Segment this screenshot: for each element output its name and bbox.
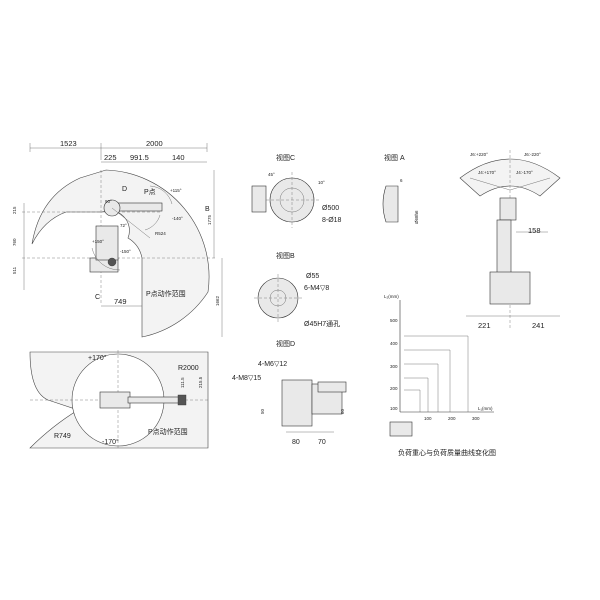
y-tick-100: 100 — [390, 406, 398, 411]
angle-minus170: -170° — [102, 438, 119, 446]
wrist-head — [499, 197, 517, 221]
dim-r524: R524 — [155, 231, 166, 236]
dim-r749: R749 — [54, 433, 71, 440]
view-d-dim-70: 70 — [318, 439, 326, 446]
dim-1775: 1775 — [207, 214, 212, 225]
letter-d: D — [122, 186, 127, 193]
wrist-base — [489, 271, 531, 305]
angle-72: 72° — [120, 223, 127, 228]
view-c-dim-holes: 8-Ø18 — [322, 217, 342, 224]
view-d-dim-m6: 4-M6▽12 — [258, 361, 287, 368]
view-a: 视图 A 6 Ø68h6 — [382, 153, 419, 224]
side-view: 1523 2000 225 991.5 140 P点动作范围 D P点 B C … — [12, 139, 223, 338]
view-c-angle-10: 10° — [318, 180, 325, 185]
dim-2000: 2000 — [146, 139, 163, 148]
dim-991-5: 991.5 — [130, 153, 149, 162]
dim-1662: 1662 — [215, 295, 220, 306]
view-c-dim-500: Ø500 — [322, 205, 339, 212]
angle-minus140: -140° — [172, 216, 183, 221]
dim-511: 511 — [12, 266, 17, 274]
x-tick-200: 200 — [448, 416, 456, 421]
view-b: 视图B Ø55 6-M4▽8 Ø45H7通孔 — [254, 251, 340, 328]
wrist-arm — [496, 219, 512, 279]
view-d-dim-60: 60 — [340, 408, 345, 414]
wrist-dim-221: 221 — [478, 321, 491, 330]
wrist-dim-158: 158 — [528, 226, 541, 235]
dim-215: 215 — [12, 206, 17, 214]
y-tick-400: 400 — [390, 341, 398, 346]
view-a-dim-6: 6 — [400, 178, 403, 183]
letter-p: P点 — [144, 188, 156, 196]
load-curve-4 — [404, 377, 429, 412]
load-curve-3 — [404, 363, 439, 412]
view-b-dim-45: Ø45H7通孔 — [304, 319, 340, 328]
wrist-j6-plus: J6:+220° — [470, 152, 488, 157]
angle-plus115: +115° — [170, 188, 182, 193]
view-d-title: 视图D — [276, 339, 295, 348]
view-c-angle-45: 45° — [268, 172, 275, 177]
x-tick-300: 300 — [472, 416, 480, 421]
view-b-flange — [257, 277, 299, 319]
wrist-j6-minus: J6:-220° — [524, 152, 541, 157]
top-zone-label: P点动作范围 — [148, 427, 188, 436]
wrist-view: J6:+220° J6:-220° J4:+170° J4:-170° 158 … — [459, 150, 561, 330]
top-robot-base — [99, 391, 131, 409]
letter-b: B — [205, 206, 210, 213]
dim-140: 140 — [172, 153, 185, 162]
load-chart-gripper — [389, 421, 413, 437]
letter-c: C — [95, 294, 100, 301]
y-tick-500: 500 — [390, 318, 398, 323]
view-d-dim-50: 50 — [260, 408, 265, 414]
view-a-flange — [382, 185, 399, 223]
view-b-dim-m4: 6-M4▽8 — [304, 285, 329, 292]
dim-749: 749 — [114, 297, 127, 306]
side-zone-label: P点动作范围 — [146, 289, 186, 298]
dim-r2000: R2000 — [178, 365, 199, 372]
wrist-j4-plus: J4:+170° — [478, 170, 496, 175]
view-a-dim-68: Ø68h6 — [414, 210, 419, 224]
wrist-j4-minus: J4:-170° — [516, 170, 533, 175]
view-d-dim-m8: 4-M8▽15 — [232, 375, 261, 382]
view-c-title: 视图C — [276, 153, 295, 162]
angle-plus170: +170° — [88, 354, 107, 362]
side-motion-range — [31, 169, 210, 338]
y-tick-200: 200 — [390, 386, 398, 391]
view-d: 视图D 4-M6▽12 4-M8▽15 50 60 80 70 — [232, 339, 347, 446]
dim-111-5: 111.5 — [180, 377, 185, 388]
load-chart: L₂(mm) L₁(mm) 500 400 300 200 100 100 20… — [384, 294, 496, 457]
view-b-dim-55: Ø55 — [306, 273, 319, 280]
view-b-title: 视图B — [276, 251, 295, 260]
view-d-body — [281, 379, 313, 427]
dim-215-5: 215.5 — [198, 376, 203, 388]
angle-minus150: -150° — [120, 249, 131, 254]
wrist-dim-241: 241 — [532, 321, 545, 330]
angle-90: 90° — [105, 199, 112, 204]
view-a-title: 视图 A — [384, 153, 405, 162]
y-tick-300: 300 — [390, 364, 398, 369]
load-curve-2 — [404, 349, 451, 412]
dim-1523: 1523 — [60, 139, 77, 148]
top-robot-arm — [127, 396, 181, 404]
view-c: 视图C 45° 10° Ø500 8-Ø18 — [251, 153, 342, 228]
load-curve-5 — [404, 389, 421, 412]
dim-760: 760 — [12, 238, 17, 246]
dim-225: 225 — [104, 153, 117, 162]
load-chart-x-label: L₁(mm) — [478, 406, 493, 411]
angle-plus150: +150° — [92, 239, 104, 244]
load-curve-1 — [404, 335, 469, 412]
view-d-dim-80: 80 — [292, 439, 300, 446]
load-chart-y-label: L₂(mm) — [384, 294, 399, 299]
robot-lower-arm — [95, 225, 119, 261]
x-tick-100: 100 — [424, 416, 432, 421]
load-chart-caption: 负荷重心与负荷质量曲线变化图 — [398, 448, 496, 457]
top-view: +170° -170° R2000 R749 111.5 215.5 P点动作范… — [29, 350, 210, 450]
